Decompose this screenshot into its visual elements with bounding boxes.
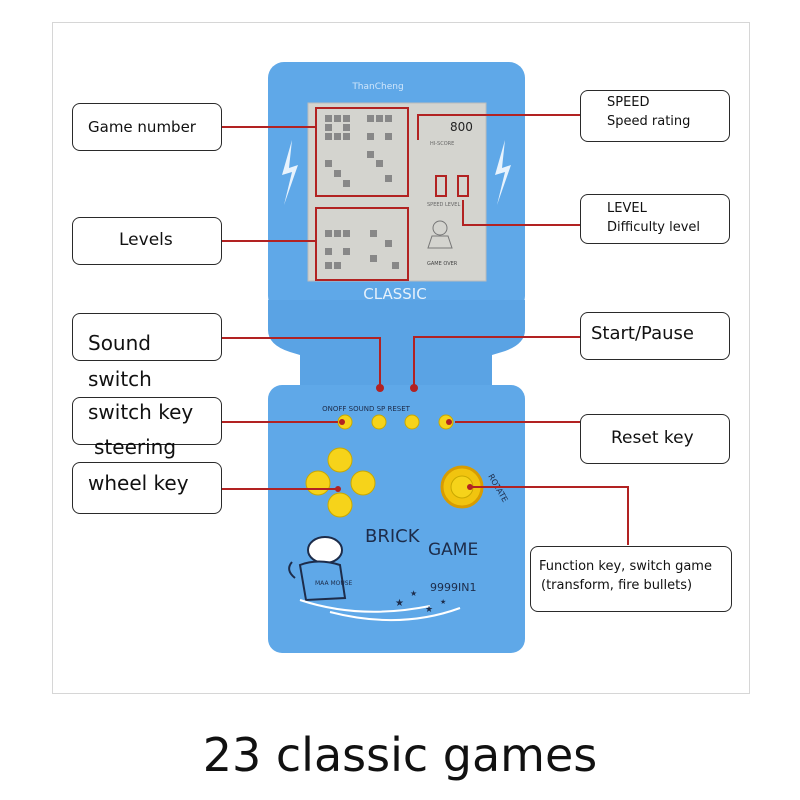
function-line1: Function key, switch game	[539, 559, 712, 574]
game-number-highlight	[315, 107, 409, 197]
speed-highlight	[435, 175, 447, 197]
level-sub: Difficulty level	[607, 220, 701, 235]
speed-title: SPEED	[607, 95, 650, 110]
lightning-left	[282, 140, 298, 205]
svg-text:★: ★	[440, 598, 446, 606]
svg-text:★: ★	[410, 589, 417, 598]
callout-leader-lines	[222, 114, 629, 545]
callout-sound-switch-text: Sound switch	[88, 325, 152, 397]
lightning-right	[495, 140, 511, 205]
callout-function-key: Function key, switch game (transform, fi…	[530, 546, 732, 612]
screen-game-over: GAME OVER	[427, 261, 458, 267]
mascot-text: MAA MOUSE	[315, 580, 353, 587]
caption: 23 classic games	[202, 728, 598, 782]
sound-label: Sound	[88, 331, 151, 355]
mascot-illustration	[288, 536, 461, 622]
sound-button[interactable]	[371, 414, 387, 430]
screen-digits-top	[325, 115, 392, 187]
callout-start-pause: Start/Pause	[580, 312, 730, 360]
levels-highlight	[315, 207, 409, 281]
callout-reset-key: Reset key	[580, 414, 730, 464]
leader-dots	[335, 384, 473, 492]
screen-digits-bottom	[325, 230, 399, 269]
callout-switch-key: switch key	[72, 397, 222, 445]
title-brick: BRICK	[365, 526, 421, 547]
callout-wheel-key: wheel key	[72, 462, 222, 514]
start-pause-label: Start/Pause	[591, 323, 694, 344]
callout-game-number-label: Game number	[88, 118, 196, 136]
steering-label: steering	[94, 435, 177, 459]
level-highlight	[457, 175, 469, 197]
wheel-key-label: wheel key	[88, 471, 189, 495]
screen-speed-level: SPEED LEVEL	[427, 202, 460, 208]
brand-label: ThanCheng	[351, 82, 403, 92]
lcd-screen	[307, 102, 487, 282]
callout-speed: SPEED Speed rating	[580, 90, 730, 142]
callout-level: LEVEL Difficulty level	[580, 194, 730, 244]
switch-key-label: switch key	[88, 400, 194, 424]
callout-levels: Levels	[72, 217, 222, 265]
screen-mascot	[427, 220, 453, 249]
function-line2: (transform, fire bullets)	[541, 578, 693, 593]
dpad-up[interactable]	[327, 447, 353, 473]
dpad-down[interactable]	[327, 492, 353, 518]
screen-hiscore: HI-SCORE	[430, 141, 454, 147]
star-decorations: ★ ★ ★ ★	[395, 589, 446, 615]
svg-text:★: ★	[395, 598, 404, 609]
callout-sound-switch	[72, 313, 222, 361]
classic-label: CLASSIC	[363, 285, 426, 303]
callout-levels-label: Levels	[119, 230, 173, 250]
start-pause-button[interactable]	[404, 414, 420, 430]
dpad-right[interactable]	[350, 470, 376, 496]
model-label: 9999IN1	[430, 581, 476, 594]
svg-text:★: ★	[425, 605, 433, 615]
reset-key-label: Reset key	[611, 428, 694, 448]
callout-game-number: Game number	[72, 103, 222, 151]
speed-sub: Speed rating	[607, 114, 691, 129]
device-lower-body	[268, 385, 525, 653]
level-title: LEVEL	[607, 201, 647, 216]
title-game: GAME	[428, 540, 478, 560]
switch-label: switch	[88, 367, 152, 391]
dpad-left[interactable]	[305, 470, 331, 496]
screen-score: 800	[450, 120, 473, 134]
device-hinge	[268, 300, 525, 395]
button-labels: ONOFF SOUND SP RESET	[322, 405, 411, 413]
